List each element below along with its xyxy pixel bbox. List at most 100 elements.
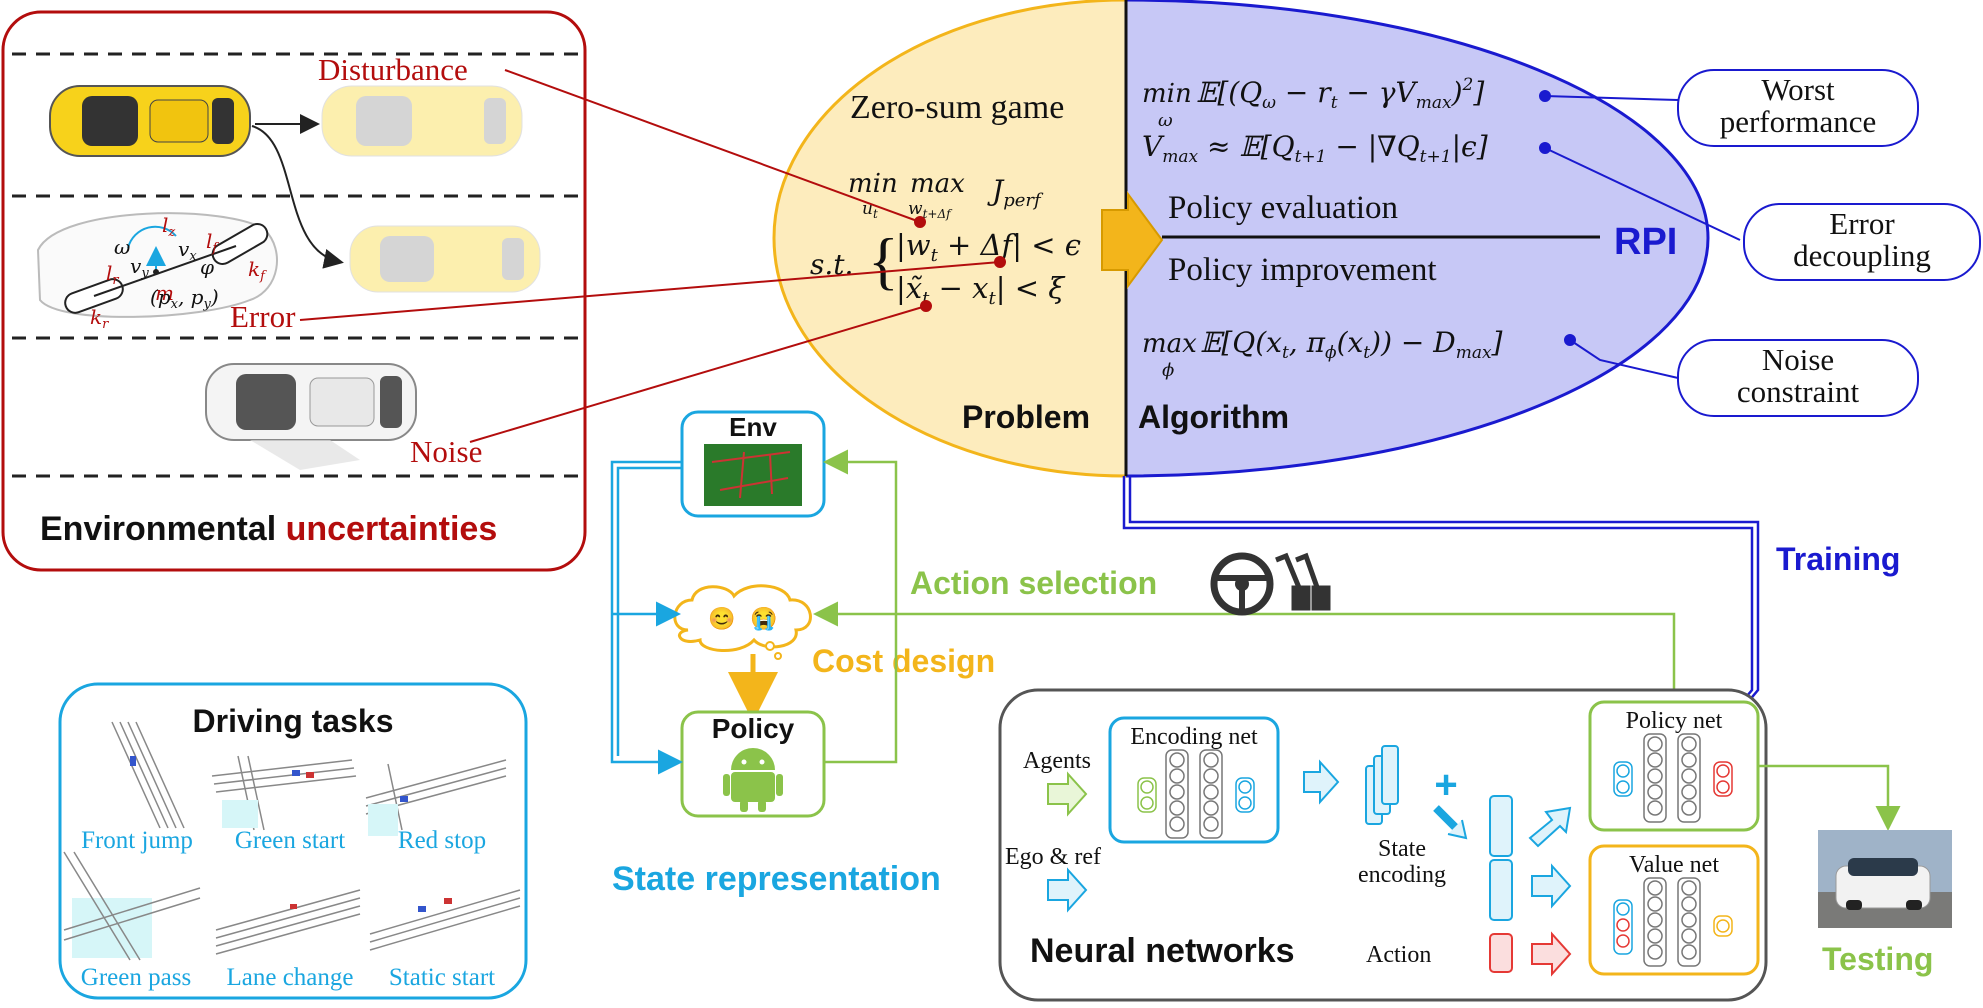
- eq1-min: min: [1142, 79, 1192, 109]
- state-representation-label: State representation: [612, 860, 941, 898]
- disturbance-constraint: |wt + Δf| < ϵ: [896, 228, 1081, 266]
- android-icon: [723, 748, 783, 812]
- disturbed-car-icon-2: [349, 225, 541, 293]
- cost-design-label: Cost design: [812, 643, 995, 679]
- action-arrow: [1531, 931, 1572, 977]
- callout-connectors: [1539, 90, 1741, 379]
- svg-text:Error: Error: [1829, 206, 1895, 241]
- policy-net-layers: [1613, 733, 1733, 823]
- vehicle-symbols: ω lz vy m vx lf φ kf lr kr (px, py): [90, 213, 267, 332]
- policy-box: Policy: [680, 710, 826, 818]
- svg-text:max: max: [1142, 329, 1197, 359]
- env-box: Env: [680, 410, 826, 518]
- concatenated-vector: [1489, 795, 1513, 921]
- problem-content: Zero-sum game min ut max wt+Δf Jperf s.t…: [810, 89, 1090, 435]
- callout-noise-constraint: Noise constraint: [1677, 339, 1919, 417]
- disturbed-car-icon: [321, 85, 523, 157]
- action-label: Action: [1366, 942, 1431, 968]
- vy-symbol: vy: [130, 254, 149, 281]
- training-label: Training: [1776, 541, 1900, 577]
- action-selection-label: Action selection: [910, 565, 1157, 601]
- policy-improvement-label: Policy improvement: [1168, 252, 1437, 288]
- smile-emoji-icon: 😊: [708, 606, 735, 631]
- callout-error-decoupling: Error decoupling: [1743, 203, 1981, 281]
- callout-worst-performance: Worst performance: [1677, 69, 1919, 147]
- task-static-start: Static start: [389, 964, 495, 991]
- task-green-pass: Green pass: [81, 964, 191, 991]
- task-red-stop: Red stop: [398, 827, 486, 854]
- state-encoding-stack: [1365, 745, 1399, 825]
- driving-tasks-title: Driving tasks: [193, 703, 394, 739]
- error-label: Error: [230, 299, 296, 334]
- scene-green-pass: [63, 851, 201, 961]
- vehicle-model-sketch: [36, 212, 278, 318]
- pedals-icon: [1275, 552, 1331, 611]
- rpi-label: RPI: [1614, 221, 1677, 263]
- algorithm-content: min ω 𝔼[(Qω − rt − γVmax)2] Vmax ≈ 𝔼[Qt+…: [1138, 75, 1677, 435]
- svg-text:constraint: constraint: [1737, 374, 1860, 409]
- svg-text:wt+Δf: wt+Δf: [908, 199, 953, 221]
- disturbance-label: Disturbance: [318, 52, 468, 87]
- noise-constraint: |x̃t − xt| < ξ: [896, 271, 1066, 309]
- zero-sum-game-heading: Zero-sum game: [850, 89, 1064, 126]
- svg-text:Worst: Worst: [1761, 72, 1835, 107]
- policy-label: Policy: [712, 713, 795, 744]
- noise-constraint-equation: 𝔼[Q(xt, πϕ(xt)) − Dmax]: [1200, 326, 1503, 363]
- task-green-start: Green start: [235, 827, 345, 854]
- svg-text:decoupling: decoupling: [1793, 238, 1931, 273]
- env-label: Env: [729, 412, 777, 442]
- constraint-brace: {: [868, 225, 899, 296]
- vx-symbol: vx: [178, 237, 197, 264]
- mass-symbol: m: [155, 281, 174, 305]
- agents-arrow: [1047, 771, 1088, 817]
- agents-label: Agents: [1023, 748, 1091, 774]
- disturbance-arrows: [251, 114, 344, 269]
- scene-lane-change: [215, 889, 361, 955]
- environment-panel-title: Environmental uncertainties: [40, 510, 497, 548]
- testing-arrow: [1758, 764, 1901, 831]
- lf-symbol: lf: [206, 229, 219, 256]
- plus-icon: +: [1434, 763, 1457, 807]
- svg-text:Jperf: Jperf: [987, 174, 1044, 211]
- neural-networks-title: Neural networks: [1030, 932, 1295, 970]
- lz-symbol: lz: [162, 213, 175, 240]
- svg-text:max: max: [910, 169, 965, 199]
- cost-cloud-icon: 😊 😭: [673, 584, 812, 660]
- svg-text:performance: performance: [1720, 104, 1877, 139]
- policy-net-label: Policy net: [1626, 708, 1723, 734]
- worst-performance-equation: 𝔼[(Qω − rt − γVmax)2]: [1196, 75, 1484, 113]
- encoding-output-arrow: [1303, 759, 1340, 805]
- action-selection-line: [813, 601, 1676, 700]
- problem-label: Problem: [962, 399, 1090, 435]
- encoding-net-label: Encoding net: [1130, 724, 1258, 750]
- omega-symbol: ω: [114, 235, 130, 259]
- noise-car-icon: [205, 363, 417, 470]
- scene-static-start: [369, 889, 521, 951]
- problem-to-algorithm-arrow: [1101, 190, 1164, 290]
- algorithm-label: Algorithm: [1138, 399, 1289, 435]
- task-lane-change: Lane change: [226, 964, 353, 991]
- encoding-net-layers: [1137, 749, 1255, 839]
- to-policy-arrow: [1528, 806, 1572, 848]
- state-encoding-label-1: State: [1378, 836, 1426, 862]
- svg-text:ut: ut: [862, 199, 878, 221]
- to-value-arrow: [1531, 863, 1572, 909]
- state-encoding-label-2: encoding: [1358, 862, 1446, 888]
- policy-to-env-line: [823, 449, 898, 764]
- ego-ref-label: Ego & ref: [1005, 844, 1101, 870]
- kr-symbol: kr: [90, 305, 109, 332]
- lr-symbol: lr: [106, 261, 119, 288]
- neural-networks-panel: Neural networks Agents Ego & ref Encodin…: [998, 688, 1768, 1002]
- environment-panel: ω lz vy m vx lf φ kf lr kr (px, py) Dist…: [1, 10, 587, 572]
- noise-label: Noise: [410, 434, 482, 469]
- svg-text:ω: ω: [1158, 110, 1173, 131]
- cry-emoji-icon: 😭: [750, 606, 777, 631]
- value-net-label: Value net: [1629, 852, 1719, 878]
- minmax-objective: min: [848, 169, 898, 199]
- scene-green-start: [211, 755, 357, 831]
- steering-wheel-icon: [1210, 552, 1274, 616]
- policy-evaluation-label: Policy evaluation: [1168, 190, 1398, 226]
- error-decoupling-equation: Vmax ≈ 𝔼[Qt+1 − |∇Qt+1|ϵ]: [1142, 130, 1488, 167]
- task-front-jump: Front jump: [81, 827, 193, 854]
- value-net-layers: [1613, 877, 1733, 967]
